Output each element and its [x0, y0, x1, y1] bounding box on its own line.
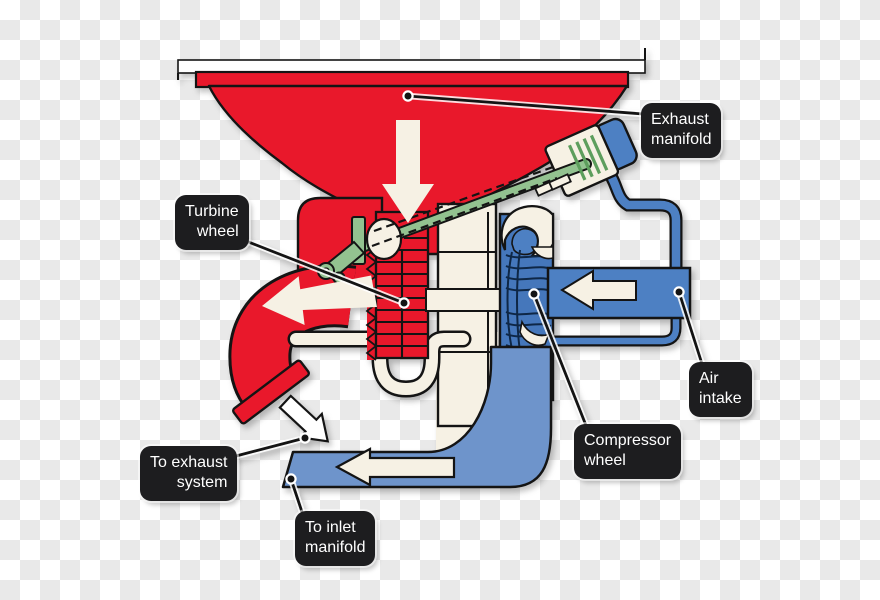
to-exhaust-system-arrow: [278, 394, 330, 443]
leader-lines: [232, 90, 707, 519]
inlet-manifold-pipe: [281, 345, 553, 489]
exhaust-outlet-flange: [232, 359, 310, 425]
diffuser-wedge-top: [530, 246, 554, 260]
actuator-spring: [567, 134, 609, 181]
manifold-rim: [194, 70, 630, 89]
inlet-manifold-flow-arrow: [334, 447, 456, 487]
label-exhaust-manifold: Exhaust manifold: [641, 103, 722, 158]
bearing-housing: [436, 202, 498, 428]
label-to-exhaust-system: To exhaust system: [140, 446, 238, 501]
valve-port: [365, 217, 403, 261]
label-turbine-wheel: Turbine wheel: [175, 195, 249, 250]
compressor-scroll-curl: [511, 228, 539, 256]
air-intake-flow-arrow: [560, 269, 637, 311]
label-to-inlet-manifold: To inlet manifold: [295, 511, 376, 566]
boost-pressure-line: [553, 163, 683, 347]
label-air-intake: Air intake: [689, 362, 752, 417]
wastegate-valve: [317, 165, 558, 285]
exhaust-in-flow-arrow: [382, 120, 434, 223]
label-compressor-wheel: Compressor wheel: [574, 424, 682, 479]
valve-motion-dashes: [371, 165, 558, 248]
diffuser-wedge-bottom: [519, 319, 551, 347]
engine-flange: [177, 48, 646, 80]
exhaust-out-flow-arrow: [262, 275, 377, 325]
